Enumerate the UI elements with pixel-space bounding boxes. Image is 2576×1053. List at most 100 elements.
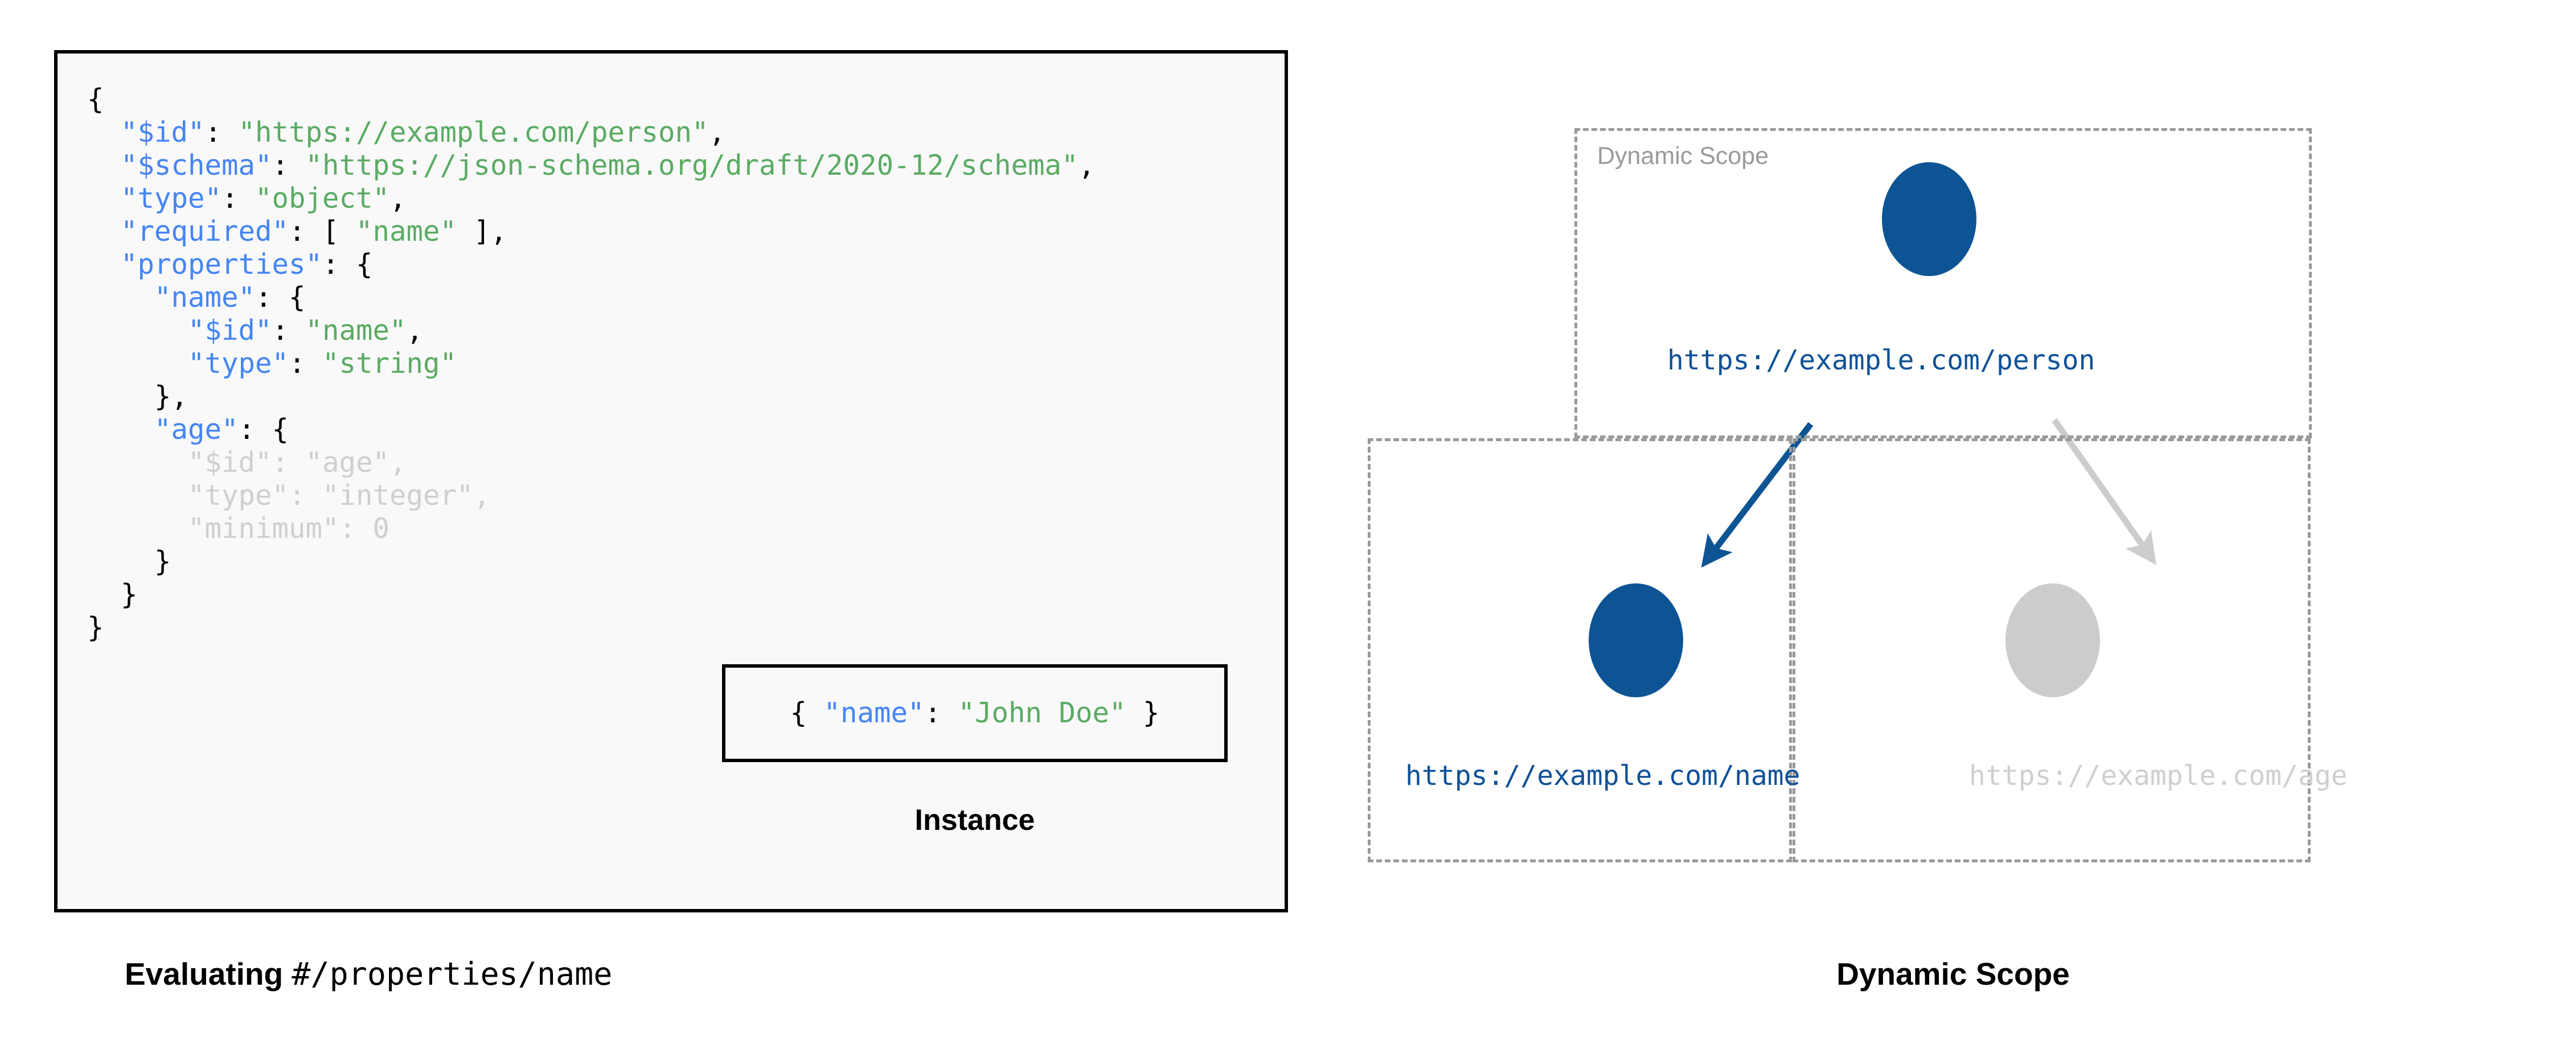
- code-token: }: [87, 611, 104, 644]
- code-token: :: [272, 446, 306, 479]
- instance-code: { "name": "John Doe" }: [790, 697, 1159, 730]
- code-token: ,: [389, 446, 407, 479]
- code-token: :: [272, 314, 306, 347]
- evaluating-caption-pointer: #/properties/name: [292, 956, 613, 992]
- code-token: "name": [356, 215, 457, 248]
- code-token: :: [289, 347, 323, 380]
- code-token: "name": [823, 697, 925, 729]
- code-token: ,: [389, 182, 407, 215]
- code-token: "properties": [121, 248, 323, 281]
- code-line: },: [87, 380, 188, 413]
- node-label-person: https://example.com/person: [1667, 344, 2095, 376]
- evaluating-caption-bold: Evaluating: [125, 956, 292, 992]
- schema-code-block: { "$id": "https://example.com/person", "…: [87, 83, 1095, 644]
- code-line: "minimum": 0: [87, 512, 389, 545]
- code-token: "https://json-schema.org/draft/2020-12/s…: [305, 149, 1078, 182]
- code-line: "age": {: [87, 413, 289, 446]
- code-line: "required": [ "name" ],: [87, 215, 507, 248]
- code-indent: [87, 281, 154, 314]
- code-indent: [87, 578, 121, 611]
- code-token: "https://example.com/person": [238, 116, 709, 149]
- code-token: ,: [708, 116, 726, 149]
- code-token: : [: [289, 215, 356, 248]
- node-circle-person: [1882, 162, 1976, 276]
- node-label-age: https://example.com/age: [1969, 760, 2348, 792]
- node-circle-age: [2005, 583, 2100, 697]
- code-token: :: [924, 697, 958, 729]
- code-token: },: [154, 380, 188, 413]
- code-token: "name": [154, 281, 256, 314]
- code-line: }: [87, 611, 104, 644]
- code-token: ,: [473, 479, 491, 512]
- code-token: : {: [255, 281, 306, 314]
- code-indent: [87, 512, 188, 545]
- code-token: :: [272, 149, 306, 182]
- code-line: "type": "object",: [87, 182, 407, 215]
- code-token: "name": [305, 314, 407, 347]
- code-token: "string": [322, 347, 457, 380]
- code-token: }: [1126, 697, 1160, 729]
- code-token: :: [339, 512, 373, 545]
- code-line: "$id": "https://example.com/person",: [87, 116, 725, 149]
- code-token: "type": [121, 182, 222, 215]
- dynamic-scope-caption: Dynamic Scope: [1836, 956, 2070, 992]
- code-token: :: [221, 182, 256, 215]
- code-token: 0: [372, 512, 390, 545]
- code-indent: [87, 446, 188, 479]
- code-token: "$schema": [121, 149, 272, 182]
- code-line: "type": "integer",: [87, 479, 490, 512]
- code-token: "$id": [188, 314, 272, 347]
- code-token: "$id": [121, 116, 205, 149]
- code-indent: [87, 347, 188, 380]
- node-circle-name: [1589, 583, 1683, 697]
- code-token: ,: [1078, 149, 1096, 182]
- code-indent: [87, 479, 188, 512]
- dynamic-scope-box-age: [1792, 438, 2311, 862]
- code-token: "object": [255, 182, 390, 215]
- code-indent: [87, 545, 154, 578]
- edge-person-to-age: [2052, 418, 2156, 565]
- dynamic-scope-box-root: [1574, 128, 2312, 438]
- dynamic-scope-diagram: Dynamic Scope https://example.com/person…: [1355, 85, 2551, 939]
- code-indent: [87, 116, 121, 149]
- code-token: }: [121, 578, 138, 611]
- code-indent: [87, 149, 121, 182]
- code-line: {: [87, 83, 104, 116]
- code-token: : {: [322, 248, 373, 281]
- code-line: "type": "string": [87, 347, 457, 380]
- code-line: }: [87, 545, 171, 578]
- code-token: ],: [457, 215, 507, 248]
- schema-code-panel: { "$id": "https://example.com/person", "…: [54, 50, 1288, 912]
- code-token: :: [289, 479, 323, 512]
- code-token: "John Doe": [958, 697, 1126, 729]
- code-token: {: [87, 83, 104, 116]
- code-token: "$id": [188, 446, 272, 479]
- code-token: "age": [154, 413, 239, 446]
- code-indent: [87, 413, 154, 446]
- code-line: "name": {: [87, 281, 306, 314]
- code-line: }: [87, 578, 138, 611]
- code-line: "$id": "age",: [87, 446, 407, 479]
- instance-box: { "name": "John Doe" }: [722, 664, 1228, 762]
- code-token: "integer": [322, 479, 474, 512]
- code-indent: [87, 380, 154, 413]
- code-indent: [87, 248, 121, 281]
- code-token: "minimum": [188, 512, 339, 545]
- code-indent: [87, 182, 121, 215]
- code-token: : {: [238, 413, 289, 446]
- evaluating-caption: Evaluating #/properties/name: [125, 956, 612, 992]
- node-label-name: https://example.com/name: [1405, 760, 1800, 792]
- code-token: "age": [305, 446, 390, 479]
- code-line: "$id": "name",: [87, 314, 423, 347]
- code-token: "type": [188, 479, 289, 512]
- code-token: "type": [188, 347, 289, 380]
- code-line: "$schema": "https://json-schema.org/draf…: [87, 149, 1095, 182]
- code-token: :: [204, 116, 239, 149]
- instance-caption: Instance: [914, 804, 1035, 837]
- code-indent: [87, 314, 188, 347]
- dynamic-scope-box-name: [1368, 438, 1792, 862]
- dynamic-scope-box-label: Dynamic Scope: [1597, 142, 1769, 170]
- code-indent: [87, 215, 121, 248]
- code-token: }: [154, 545, 171, 578]
- code-token: ,: [406, 314, 424, 347]
